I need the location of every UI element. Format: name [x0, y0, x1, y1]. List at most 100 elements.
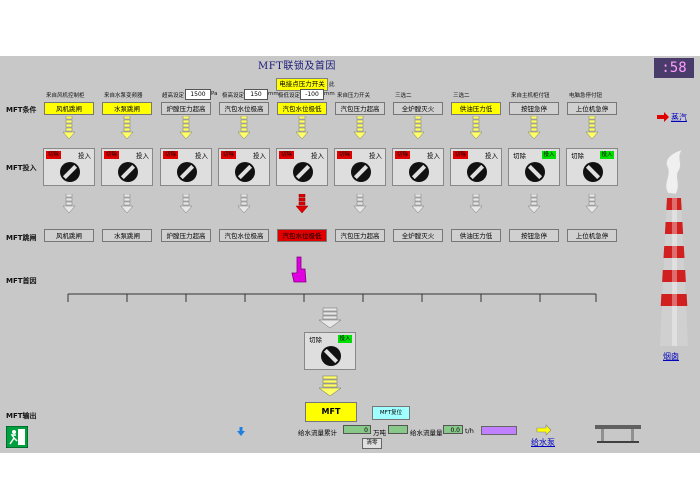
input-switch-2[interactable]: 切除投入: [101, 148, 153, 186]
input-switch-7[interactable]: 切除 投入: [392, 148, 444, 186]
flow-arrow-icon: [585, 194, 599, 214]
pump-arrow-icon: [536, 424, 552, 436]
switch-off-label: 切除: [221, 151, 236, 159]
trip-1: 风机跳闸: [44, 229, 94, 242]
flow-arrow-icon: [411, 194, 425, 214]
trip-6: 汽包压力超高: [335, 229, 385, 242]
master-switch-off-label: 切除: [309, 336, 322, 344]
flow-arrow-icon: [353, 116, 367, 140]
row-label-first: MFT首因: [6, 277, 37, 285]
condition-5: 汽包水位极低: [277, 102, 327, 115]
trip-8: 供油压力低: [451, 229, 501, 242]
source-note: 三选二: [453, 93, 470, 99]
switch-on-label: 投入: [427, 152, 440, 160]
row-label-input: MFT投入: [6, 164, 37, 172]
input-switch-8[interactable]: 切除 投入: [450, 148, 502, 186]
exit-icon[interactable]: [6, 426, 28, 448]
master-switch-on-label: 投入: [338, 335, 352, 343]
input-switch-4[interactable]: 切除投入: [218, 148, 270, 186]
rotary-knob-icon: [177, 162, 197, 182]
flow-arrow-icon: [295, 116, 309, 140]
first-cause-bus: [67, 293, 597, 397]
steam-arrow-icon[interactable]: [656, 112, 670, 122]
flow-arrow-icon: [527, 194, 541, 214]
pressure-switch-suffix: 此: [329, 82, 335, 88]
source-note: 来自风机控制柜: [46, 93, 85, 99]
master-switch[interactable]: 切除 投入: [304, 332, 356, 370]
flow-arrow-icon: [469, 116, 483, 140]
flow-arrow-icon: [62, 116, 76, 140]
switch-off-label: 切除: [279, 151, 294, 159]
setpoint-label-2: 极高设定: [222, 93, 245, 99]
switch-off-label: 切除: [104, 151, 119, 159]
flow-arrow-icon: [237, 116, 251, 140]
switch-on-label: 投入: [369, 152, 382, 160]
switch-off-label: 切除: [163, 151, 178, 159]
input-switch-10[interactable]: 切除投入: [566, 148, 618, 186]
mft-output-box: MFT: [305, 402, 357, 422]
setpoint-value-1[interactable]: 1500: [185, 89, 211, 100]
condition-8: 供油压力低: [451, 102, 501, 115]
rotary-knob-icon: [321, 346, 341, 366]
clear-button[interactable]: 清零: [362, 438, 382, 449]
setpoint-label-1: 超高设定: [162, 93, 185, 99]
clock-display: :58: [654, 58, 694, 78]
feed-pump-label[interactable]: 给水泵: [531, 438, 555, 447]
rotary-knob-icon: [409, 162, 429, 182]
pipe-support-icon: [595, 425, 641, 443]
chimney-icon: [660, 149, 688, 346]
flow-arrow-icon: [237, 194, 251, 214]
input-switch-9[interactable]: 切除投入: [508, 148, 560, 186]
trip-9: 按钮急停: [509, 229, 559, 242]
rotary-knob-icon: [351, 162, 371, 182]
condition-1: 风机跳闸: [44, 102, 94, 115]
switch-off-label: 切除: [395, 151, 410, 159]
flow-arrow-icon: [120, 116, 134, 140]
water-flow-label: 给水流量量: [410, 429, 443, 437]
down-arrow-icon[interactable]: [236, 427, 246, 437]
row-label-trip: MFT跳闸: [6, 234, 37, 242]
page-title: MFT联锁及首因: [258, 61, 336, 72]
chimney-label[interactable]: 烟囱: [663, 352, 679, 361]
hmi-screen: MFT联锁及首因 :58 电接点压力开关 此 来自风机控制柜来自水泵变频器来自压…: [0, 56, 700, 453]
source-note: 电脑急停付钮: [569, 93, 603, 99]
trip-3: 炉膛压力超高: [161, 229, 211, 242]
flow-arrow-icon: [62, 194, 76, 214]
input-switch-5[interactable]: 切除投入: [276, 148, 328, 186]
input-switch-3[interactable]: 切除投入: [160, 148, 212, 186]
switch-on-label: 投入: [485, 152, 498, 160]
condition-6: 汽包压力超高: [335, 102, 385, 115]
row-label-condition: MFT条件: [6, 106, 37, 114]
hand-pointer-icon: [291, 256, 307, 283]
trip-10: 上位机急停: [567, 229, 617, 242]
rotary-knob-icon: [525, 162, 545, 182]
switch-off-label: 切除: [571, 152, 584, 160]
setpoint-value-3[interactable]: -100: [300, 89, 324, 100]
flow-arrow-icon: [469, 194, 483, 214]
setpoint-label-3: 极低设定: [278, 93, 301, 99]
active-flow-arrow-icon: [295, 194, 309, 214]
rotary-knob-icon: [467, 162, 487, 182]
feed-total-unit: 万吨: [373, 429, 386, 437]
setpoint-unit-2: mm: [268, 91, 279, 97]
setpoint-unit-3: mm: [324, 91, 335, 97]
input-switch-1[interactable]: 切除 投入: [43, 148, 95, 186]
water-flow-unit: t/h: [465, 427, 474, 435]
flow-arrow-icon: [179, 194, 193, 214]
switch-off-label: 切除: [337, 151, 352, 159]
switch-on-label: 投入: [78, 152, 91, 160]
switch-off-label: 切除: [453, 151, 468, 159]
flow-arrow-icon: [411, 116, 425, 140]
switch-off-label: 切除: [46, 151, 61, 159]
steam-label[interactable]: 蒸汽: [671, 113, 687, 122]
trip-5: 汽包水位极低: [277, 229, 327, 242]
feed-total-value: 0: [343, 425, 371, 434]
mft-reset-button[interactable]: MFT复位: [372, 406, 410, 420]
rotary-knob-icon: [118, 162, 138, 182]
condition-7: 全炉膛灭火: [393, 102, 443, 115]
rotary-knob-icon: [583, 162, 603, 182]
rotary-knob-icon: [235, 162, 255, 182]
input-switch-6[interactable]: 切除 投入: [334, 148, 386, 186]
setpoint-value-2[interactable]: 150: [244, 89, 268, 100]
source-note: 三选二: [395, 93, 412, 99]
